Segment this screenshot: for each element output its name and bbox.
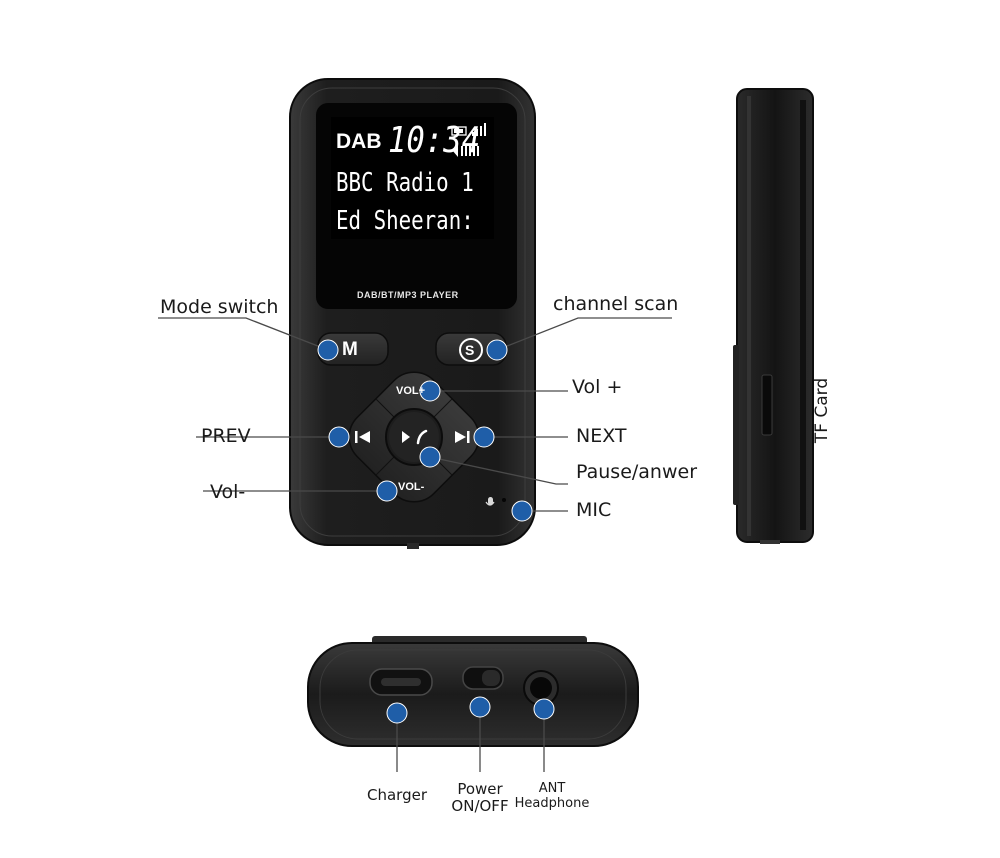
marker-prev — [328, 426, 350, 448]
label-channel-scan: channel scan — [553, 293, 679, 315]
label-ant: ANT Headphone — [508, 781, 596, 812]
label-power-line2: ON/OFF — [451, 797, 509, 816]
label-charger: Charger — [367, 786, 427, 804]
label-ant-line1: ANT — [538, 781, 566, 796]
bottom-view — [307, 636, 639, 747]
marker-charger — [386, 702, 408, 724]
label-power: Power ON/OFF — [436, 780, 524, 816]
vol-up-key-label: VOL+ — [396, 385, 426, 397]
label-prev: PREV — [201, 425, 251, 447]
marker-power — [469, 696, 491, 718]
marker-next — [473, 426, 495, 448]
leader-lines — [158, 317, 672, 772]
marker-mic — [511, 500, 533, 522]
label-tf-card: TF Card — [812, 377, 833, 444]
marker-vol-up — [419, 380, 441, 402]
marker-vol-down — [376, 480, 398, 502]
marker-ant — [533, 698, 555, 720]
marker-mode — [317, 339, 339, 361]
side-view — [733, 88, 814, 544]
display-mode: DAB — [336, 130, 382, 153]
display-line1: BBC Radio 1 — [336, 168, 474, 198]
label-power-line1: Power — [457, 780, 503, 798]
label-mode-switch: Mode switch — [160, 296, 279, 318]
front-view — [289, 78, 536, 549]
scan-key-label: S — [465, 342, 475, 358]
mode-key-label: M — [342, 339, 358, 360]
label-mic: MIC — [576, 499, 612, 521]
display-time: 10:34 — [388, 120, 481, 161]
label-vol-plus: Vol + — [572, 376, 623, 398]
vol-down-key-label: VOL- — [398, 481, 425, 493]
callout-markers — [317, 339, 555, 724]
marker-pause — [419, 446, 441, 468]
display-line2: Ed Sheeran: — [336, 206, 474, 236]
marker-scan — [486, 339, 508, 361]
model-label: DAB/BT/MP3 PLAYER — [357, 290, 459, 300]
label-vol-minus: Vol- — [210, 481, 246, 503]
label-ant-line2: Headphone — [514, 795, 590, 811]
label-next: NEXT — [576, 425, 627, 447]
label-pause: Pause/anwer — [576, 461, 698, 483]
